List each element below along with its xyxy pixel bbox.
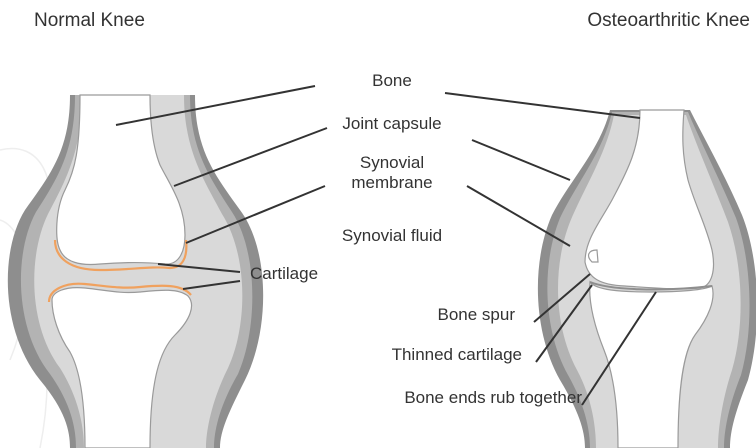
oa-knee-title: Osteoarthritic Knee [587,10,750,32]
label-joint-capsule: Joint capsule [324,114,460,134]
label-cartilage: Cartilage [250,264,318,284]
label-synovial-fluid: Synovial fluid [322,226,462,246]
label-synovial-membrane-line2: membrane [330,173,454,193]
leader-capsule-right [472,140,570,180]
leader-bone-right [445,93,640,118]
label-bone-spur: Bone spur [380,305,515,325]
label-thinned-cartilage: Thinned cartilage [350,345,522,365]
label-bone: Bone [362,71,422,91]
label-synovial-membrane-line1: Synovial [340,153,444,173]
oa-bone-spur [589,250,598,262]
label-bone-ends-rub: Bone ends rub together [360,388,582,408]
normal-knee-title: Normal Knee [34,10,145,32]
